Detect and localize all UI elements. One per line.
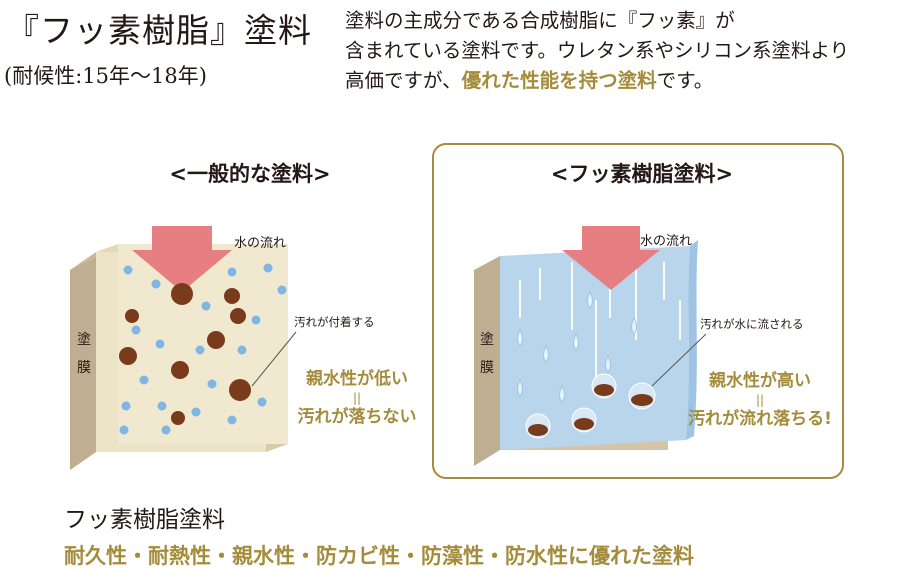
- general-effect-line-1: 親水性が低い: [306, 369, 408, 389]
- page-title: 『フッ素樹脂』塗料: [6, 11, 312, 50]
- general-paint-title: <一般的な塗料>: [169, 162, 331, 186]
- general-water-arrow: [132, 226, 232, 292]
- general-effect: 親水性が低い || 汚れが落ちない: [282, 368, 432, 428]
- fluorine-panel-frame: [432, 143, 844, 479]
- general-membrane-char-1: 塗: [77, 332, 91, 348]
- general-effect-line-2: 汚れが落ちない: [297, 407, 417, 427]
- fluorine-effect-line-1: 親水性が高い: [709, 371, 811, 391]
- general-water-droplets: [119, 263, 287, 435]
- fluorine-membrane-edge: [474, 256, 500, 466]
- intro-text: 塗料の主成分である合成樹脂に『フッ素』が 含まれている塗料です。ウレタン系やシリ…: [345, 6, 900, 96]
- fluorine-membrane-char-2: 膜: [480, 360, 494, 376]
- general-callout-line: [251, 331, 297, 387]
- intro-line-2: 含まれている塗料です。ウレタン系やシリコン系塗料より: [345, 39, 850, 62]
- general-dirt-callout: 汚れが付着する: [294, 315, 375, 329]
- intro-line-1: 塗料の主成分である合成樹脂に『フッ素』が: [345, 9, 735, 32]
- fluorine-membrane-label: 塗 膜: [477, 326, 497, 382]
- intro-line-3: 高価ですが、優れた性能を持つ塗料です。: [345, 66, 900, 96]
- footer-features: 耐久性・耐熱性・親水性・防カビ性・防藻性・防水性に優れた塗料: [64, 544, 694, 568]
- fluorine-effect-equals: ||: [755, 393, 765, 407]
- fluorine-dirt-callout: 汚れが水に流される: [700, 317, 804, 331]
- fluorine-water-streaks: [519, 262, 681, 386]
- fluorine-membrane-char-1: 塗: [480, 332, 494, 348]
- general-membrane-char-2: 膜: [77, 360, 91, 376]
- fluorine-effect-line-2: 汚れが流れ落ちる!: [688, 409, 832, 429]
- fluorine-paint-title: <フッ素樹脂塗料>: [550, 162, 734, 186]
- intro-highlight: 優れた性能を持つ塗料: [461, 69, 657, 92]
- intro-line-3-after: です。: [656, 69, 714, 92]
- general-water-label: 水の流れ: [234, 236, 287, 251]
- fluorine-water-droplets: [517, 290, 637, 403]
- intro-line-3-before: 高価ですが、: [345, 69, 462, 92]
- fluorine-water-arrow: [562, 226, 660, 290]
- fluorine-membrane-right: [686, 240, 698, 440]
- fluorine-callout-line: [651, 333, 707, 387]
- fluorine-effect: 親水性が高い || 汚れが流れ落ちる!: [680, 370, 840, 430]
- durability-subtitle: (耐候性:15年〜18年): [4, 64, 207, 88]
- general-membrane-label: 塗 膜: [74, 326, 94, 382]
- general-membrane-face: [118, 244, 288, 444]
- fluorine-water-label: 水の流れ: [640, 234, 693, 249]
- general-effect-equals: ||: [352, 391, 362, 405]
- footer-title: フッ素樹脂塗料: [64, 507, 225, 533]
- general-dirt-particles: [119, 283, 251, 425]
- fluorine-dirt-particles: [525, 373, 656, 439]
- general-membrane-edge: [70, 258, 96, 470]
